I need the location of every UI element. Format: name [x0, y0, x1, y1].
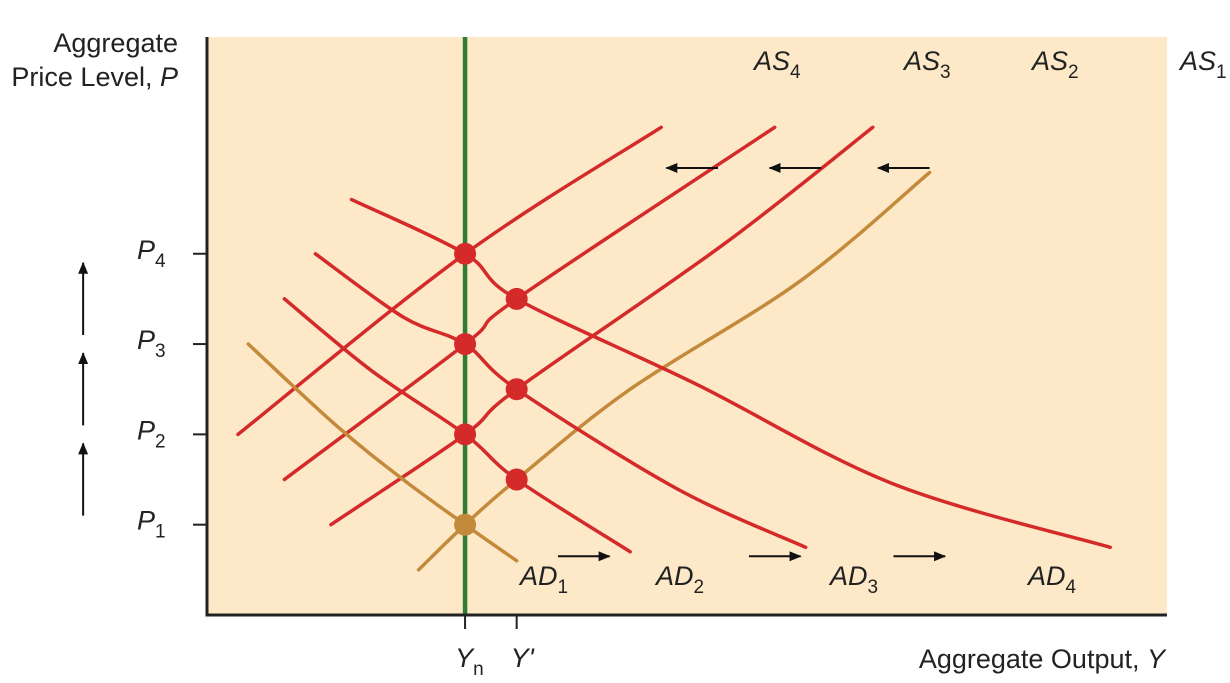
series-label-as2: AS2 [1030, 46, 1079, 83]
x-axis-label-text: Aggregate Output, [919, 644, 1147, 674]
equilibrium-point-7 [454, 242, 477, 265]
series-label-ad1: AD1 [518, 561, 568, 598]
series-label-ad4: AD4 [1026, 561, 1077, 598]
series-label-ad4-sub: 4 [1066, 577, 1077, 598]
equilibrium-point-2 [505, 468, 528, 491]
series-label-ad2: AD2 [654, 561, 704, 598]
y-tick-label-p2: P2 [137, 415, 166, 452]
series-label-ad3: AD3 [828, 561, 878, 598]
y-axis-label-line1-text: Aggregate [53, 28, 178, 58]
series-label-ad3-sub: 3 [868, 577, 879, 598]
x-tick-label-1-base: Y [455, 643, 475, 673]
y-tick-label-p4-sub: 4 [155, 251, 166, 272]
y-tick-label-p1-sub: 1 [155, 522, 166, 543]
y-tick-label-p1: P1 [137, 506, 166, 543]
curve-as2 [329, 125, 875, 527]
y-tick-label-p3: P3 [137, 325, 166, 362]
equilibrium-point-3 [454, 423, 477, 446]
series-label-as1: AS1 [1178, 46, 1227, 83]
equilibrium-point-5 [454, 333, 477, 356]
series-label-ad4-base: AD [1026, 561, 1066, 591]
curve-as3 [282, 125, 777, 482]
series-label-as4-sub: 4 [790, 62, 801, 83]
axes [205, 37, 1167, 617]
curve-ad1 [246, 342, 519, 563]
series-label-as3-base: AS [902, 46, 940, 76]
equilibrium-point-4 [505, 378, 528, 401]
x-tick-label-2: Y' [511, 643, 535, 673]
y-axis-label-line1: Aggregate [53, 28, 178, 58]
y-axis-label-line2-text: Price Level, [11, 62, 160, 92]
y-tick-label-p4-base: P [137, 235, 155, 265]
series-label-ad1-base: AD [518, 561, 558, 591]
equilibrium-point-1 [454, 513, 477, 536]
x-axis-label-var: Y [1147, 644, 1167, 674]
series-label-ad2-sub: 2 [694, 577, 705, 598]
x-axis-label: Aggregate Output, Y [919, 644, 1167, 674]
x-tick-label-1-sub: n [473, 659, 484, 680]
series-label-as2-sub: 2 [1068, 62, 1079, 83]
plot-background [207, 37, 1167, 615]
series-label-as2-base: AS [1030, 46, 1068, 76]
series-label-ad2-base: AD [654, 561, 694, 591]
x-tick-label-2-base: Y' [511, 643, 535, 673]
series-label-ad1-sub: 1 [558, 577, 569, 598]
series-label-as1-sub: 1 [1216, 62, 1227, 83]
y-axis-label-var: P [160, 62, 178, 92]
series-label-as4-base: AS [752, 46, 790, 76]
series-label-ad3-base: AD [828, 561, 868, 591]
y-tick-label-p3-base: P [137, 325, 155, 355]
y-tick-label-p3-sub: 3 [155, 341, 166, 362]
series-label-as3-sub: 3 [940, 62, 951, 83]
equilibrium-point-6 [505, 287, 528, 310]
series-label-as1-base: AS [1178, 46, 1216, 76]
y-tick-label-p2-sub: 2 [155, 431, 166, 452]
series-label-as3: AS3 [902, 46, 951, 83]
y-tick-label-p4: P4 [137, 235, 166, 272]
y-tick-label-p2-base: P [137, 415, 155, 445]
y-tick-label-p1-base: P [137, 506, 155, 536]
series-label-as4: AS4 [752, 46, 801, 83]
equilibrium-points-layer [454, 242, 528, 536]
arrows-layer [78, 162, 947, 562]
x-tick-label-1: Yn [455, 643, 484, 680]
y-axis-label-line2: Price Level, P [11, 62, 178, 92]
curve-ad3 [313, 252, 808, 550]
